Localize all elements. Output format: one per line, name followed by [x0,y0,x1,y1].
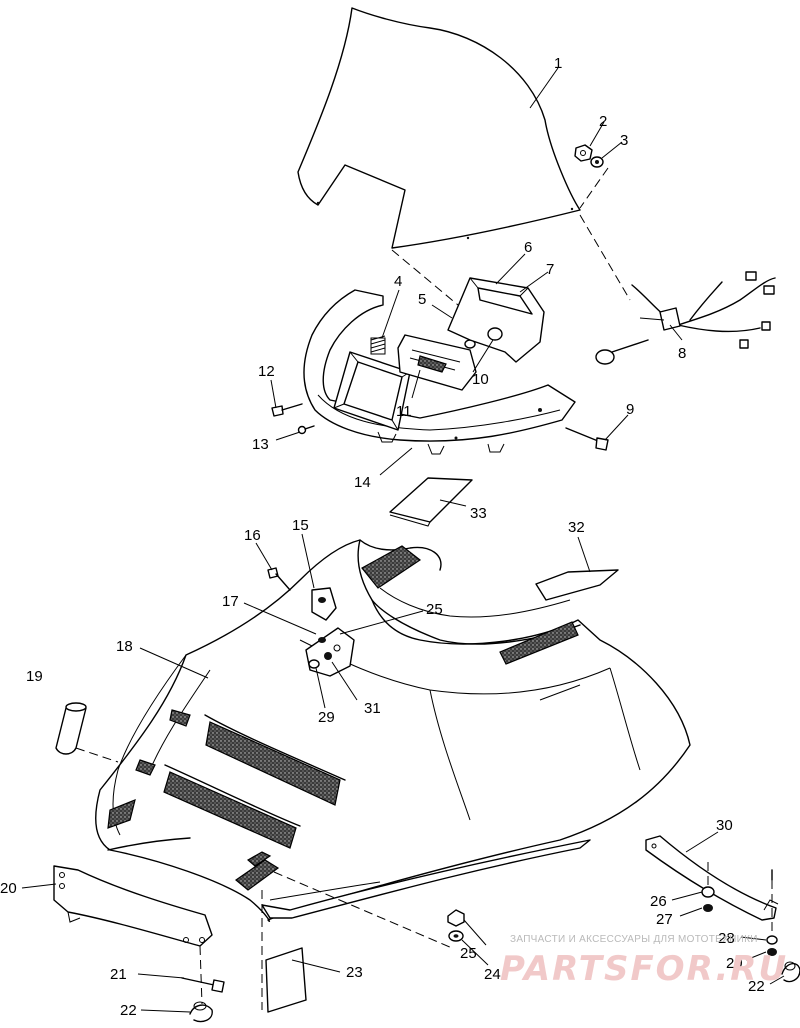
callout-25-center: 25 [460,945,477,962]
leader-lines [21,67,785,1013]
bolt-21 [181,977,225,993]
pad-23 [265,947,307,1013]
callout-26: 26 [650,893,667,910]
front-bracket [53,865,213,947]
callout-16: 16 [244,527,261,544]
callout-21: 21 [110,966,127,983]
washer-28-right [766,935,778,945]
windshield [297,7,581,249]
support-bar [645,835,779,921]
clip-22-right [781,961,800,983]
headlight-housing [447,277,545,363]
washer-27 [703,904,713,912]
callout-3: 3 [620,132,628,149]
callout-29-right: 29 [726,955,743,972]
watermark-logo: PARTSFOR.RU [500,949,788,989]
callout-24: 24 [484,966,501,983]
pad-33 [389,477,473,527]
callout-22-right: 22 [748,978,765,995]
nut-29-right [767,948,777,956]
assembly-line [199,945,203,1005]
nut-26 [701,886,715,898]
callout-31: 31 [364,700,381,717]
nut-25-center [447,909,465,927]
callout-15: 15 [292,517,309,534]
assembly-line [391,249,471,316]
callout-28: 28 [718,930,735,947]
callout-23: 23 [346,964,363,981]
assembly-line [579,167,609,209]
assembly-line [579,214,631,301]
pad-32 [535,569,619,601]
callout-22-left: 22 [120,1002,137,1019]
bolt-12 [271,403,303,417]
headlamp [397,334,477,391]
callout-32: 32 [568,519,585,536]
mount-plate [305,587,355,677]
callout-8: 8 [678,345,686,362]
callout-33: 33 [470,505,487,522]
callout-27: 27 [656,911,673,928]
hand-grip [55,702,87,755]
watermark-caption: ЗАПЧАСТИ И АКСЕССУАРЫ ДЛЯ МОТОТЕХНИКИ [510,934,758,945]
clip-22-left [189,1001,213,1023]
callout-19: 19 [26,668,43,685]
callout-20: 20 [0,880,17,897]
callout-2: 2 [599,113,607,130]
screw-16 [267,567,291,591]
washer-24 [448,930,464,942]
callout-14: 14 [354,474,371,491]
watermark: ЗАПЧАСТИ И АКСЕССУАРЫ ДЛЯ МОТОТЕХНИКИ PA… [500,934,788,989]
hood [95,539,691,922]
callout-10: 10 [472,371,489,388]
callout-29-mount: 29 [318,709,335,726]
light-switch [595,339,649,365]
adjuster-spring [370,335,386,355]
callout-1: 1 [554,55,562,72]
nut-2 [574,144,593,162]
assembly-line [75,747,119,763]
bolt-9 [565,427,609,451]
callout-30: 30 [716,817,733,834]
callout-9: 9 [626,401,634,418]
callout-5: 5 [418,291,426,308]
screw-13 [297,425,315,435]
callout-25-mount: 25 [426,601,443,618]
callout-18: 18 [116,638,133,655]
callout-labels: 1 2 3 4 5 6 7 8 9 10 11 12 13 14 15 16 1… [0,55,765,1019]
callout-11: 11 [396,403,412,420]
callout-13: 13 [252,436,269,453]
wiring-harness [631,271,776,349]
callout-17: 17 [222,593,239,610]
callout-7: 7 [546,261,554,278]
headlight-bezel [333,351,411,431]
assembly-line [273,871,453,949]
callout-4: 4 [394,273,402,290]
callout-6: 6 [524,239,532,256]
headlight-bracket [303,289,576,455]
washer-3 [590,156,604,168]
callout-12: 12 [258,363,275,380]
